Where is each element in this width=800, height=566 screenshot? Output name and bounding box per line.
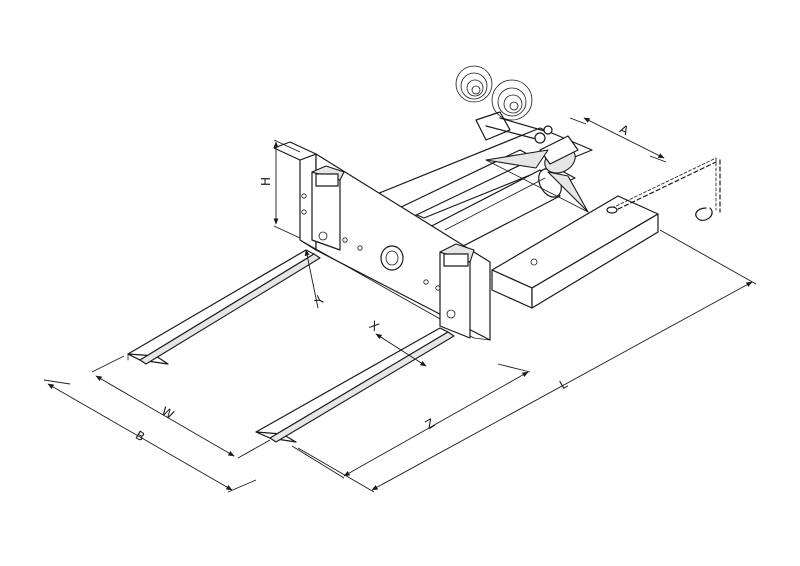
spiral-handle-right [491, 79, 533, 121]
dimension-W: W [91, 355, 271, 459]
dimension-label-W: W [159, 404, 176, 422]
fork-tine-right [255, 327, 455, 443]
center-hole [380, 245, 404, 271]
dimension-Z: Z [291, 363, 531, 479]
dimension-A: A [569, 117, 667, 163]
dimension-H: H [259, 139, 301, 239]
spiral-handle-left [455, 65, 493, 103]
dimension-label-H: H [259, 177, 273, 186]
fork-tine-left [127, 249, 321, 365]
fork-upright-right [439, 243, 475, 339]
chain [606, 157, 721, 214]
handle-bracket [475, 111, 553, 144]
auger-blade [485, 149, 589, 213]
chain-hook [695, 207, 713, 221]
dimension-B: B [43, 379, 257, 493]
dimension-label-X: X [367, 318, 382, 334]
dimension-label-B: B [133, 428, 147, 444]
fork-upright-left [311, 165, 345, 251]
dimension-label-Y: Y [311, 293, 328, 308]
dimension-label-L: L [557, 376, 570, 392]
